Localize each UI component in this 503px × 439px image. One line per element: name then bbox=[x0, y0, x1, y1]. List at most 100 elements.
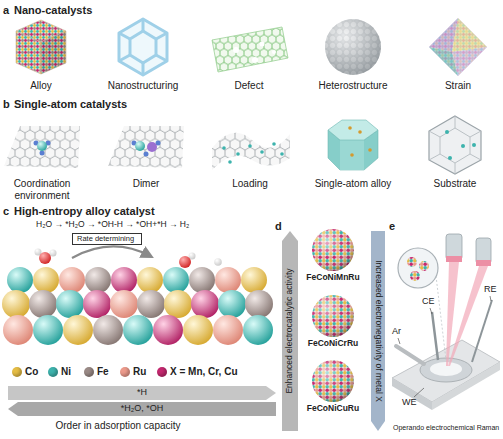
legend-item: Co bbox=[12, 366, 38, 377]
single-atom-alloy-prism-part bbox=[350, 153, 354, 157]
alloy-sphere-part bbox=[312, 360, 354, 402]
node-text: Enhanced electrocatalytic activity bbox=[285, 268, 294, 393]
alloy-surface-part bbox=[83, 290, 111, 318]
dimer-sheet-part bbox=[144, 152, 149, 157]
nanoframe-part bbox=[156, 55, 167, 61]
substrate-polyhedron bbox=[429, 116, 481, 174]
part-label: Alloy bbox=[30, 80, 52, 92]
alloy-sphere-part bbox=[312, 229, 354, 271]
part-label: Heterostructure bbox=[319, 80, 388, 92]
alloy-surface-part bbox=[63, 315, 93, 345]
heterostructure-sphere bbox=[325, 19, 381, 75]
dimer-sheet-part bbox=[108, 126, 184, 168]
coordination-sheet-part bbox=[40, 151, 45, 156]
alloy-surface-part bbox=[59, 267, 85, 293]
nanoframe-part bbox=[119, 55, 130, 61]
raman-cell-part bbox=[396, 346, 424, 364]
alloy-surface-part bbox=[164, 290, 192, 318]
legend-swatch bbox=[157, 367, 167, 377]
part-label: Single-atom alloy bbox=[315, 178, 392, 190]
panel-letter: b bbox=[3, 98, 10, 111]
alloy-cube-part bbox=[16, 31, 41, 74]
defect-sheet-part bbox=[233, 47, 239, 53]
leader-line-part bbox=[414, 388, 424, 397]
panel-letter: a bbox=[3, 4, 9, 17]
adsorption-arrow: *H bbox=[8, 386, 276, 400]
adsorption-arrow: *H₂O, *OH bbox=[8, 402, 276, 416]
legend-text: X = Mn, Cr, Cu bbox=[170, 366, 238, 377]
raman-cell-part bbox=[432, 312, 438, 360]
node-text: *H bbox=[137, 388, 147, 398]
alloy-surface-part bbox=[137, 267, 163, 293]
alloy-surface-part bbox=[163, 267, 189, 293]
loading-sheet-part bbox=[236, 152, 240, 156]
alloy-sphere-part bbox=[312, 229, 354, 271]
substrate-polyhedron-part bbox=[461, 144, 465, 148]
legend-swatch bbox=[12, 367, 22, 377]
alloy-surface-part bbox=[137, 290, 165, 318]
defect-sheet-part bbox=[212, 27, 288, 72]
alloy-surface-part bbox=[7, 267, 33, 293]
alloy-surface-part bbox=[191, 290, 219, 318]
panel-letter: e bbox=[389, 220, 395, 233]
alloy-sphere bbox=[312, 229, 354, 402]
composition-label: FeCoNiCrRu bbox=[308, 339, 359, 349]
leader-line bbox=[398, 296, 491, 397]
coordination-sheet-part bbox=[37, 141, 47, 151]
loading-sheet-part bbox=[222, 146, 226, 150]
rate-determining-box: Rate determining bbox=[72, 233, 142, 245]
single-atom-alloy-prism-part bbox=[340, 140, 364, 170]
defect-sheet-part bbox=[272, 50, 276, 54]
legend-item: Fe bbox=[84, 366, 109, 377]
alloy-surface bbox=[2, 267, 273, 345]
raman-cell-part bbox=[407, 257, 417, 267]
adsorbed-species-part bbox=[179, 256, 191, 268]
alloy-surface-part bbox=[183, 315, 213, 345]
reaction-equation: H₂O → *H₂O → *OH-H → *OH+*H → H₂ bbox=[36, 220, 189, 230]
loading-sheet-part bbox=[272, 142, 276, 146]
defect-sheet bbox=[212, 27, 288, 72]
panel-letter: c bbox=[3, 205, 9, 218]
alloy-surface-part bbox=[2, 290, 30, 318]
single-atom-alloy-prism-part bbox=[348, 126, 352, 130]
single-atom-alloy-prism-part bbox=[358, 130, 362, 134]
nanoframe-part bbox=[156, 33, 167, 39]
gas-label: Ar bbox=[392, 326, 401, 336]
trend-arrow: Increased electronegativity of metal X bbox=[371, 231, 385, 431]
technique-label: Operando electrochemical Raman bbox=[393, 424, 499, 432]
alloy-surface-part bbox=[110, 290, 138, 318]
alloy-surface-part bbox=[123, 315, 153, 345]
alloy-surface-part bbox=[33, 267, 59, 293]
alloy-surface-part bbox=[33, 315, 63, 345]
raman-cell-part bbox=[419, 261, 429, 271]
alloy-surface-part bbox=[29, 290, 57, 318]
part-label: Defect bbox=[235, 80, 264, 92]
alloy-sphere-part bbox=[312, 295, 354, 337]
water-molecule bbox=[35, 249, 57, 265]
legend-item: Ru bbox=[120, 366, 146, 377]
defect-sheet-part bbox=[260, 42, 265, 47]
substrate-polyhedron-part bbox=[445, 130, 449, 134]
coordination-sheet bbox=[4, 126, 80, 168]
single-atom-alloy-prism-part bbox=[368, 148, 372, 152]
raman-cell-part bbox=[446, 262, 459, 366]
coordination-sheet-part bbox=[4, 126, 80, 168]
nanoframe-part bbox=[119, 19, 167, 75]
raman-cell-part bbox=[430, 362, 462, 376]
substrate-polyhedron-part bbox=[448, 156, 452, 160]
adsorbed-species-part bbox=[214, 258, 222, 266]
legend-swatch bbox=[84, 367, 94, 377]
legend-swatch bbox=[48, 367, 58, 377]
leader-line-part bbox=[430, 308, 432, 314]
part-label: Strain bbox=[445, 80, 471, 92]
panel-letter: d bbox=[275, 220, 282, 233]
legend-text: Co bbox=[25, 366, 38, 377]
alloy-cube-part bbox=[41, 31, 66, 74]
substrate-polyhedron-part bbox=[429, 116, 481, 174]
legend-text: Ni bbox=[61, 366, 71, 377]
water-molecule-part bbox=[39, 252, 51, 264]
raman-cell-part bbox=[398, 248, 438, 288]
part-label: Nanostructuring bbox=[108, 80, 179, 92]
composition-label: FeCoNiMnRu bbox=[306, 273, 359, 283]
alloy-surface-part bbox=[215, 267, 241, 293]
